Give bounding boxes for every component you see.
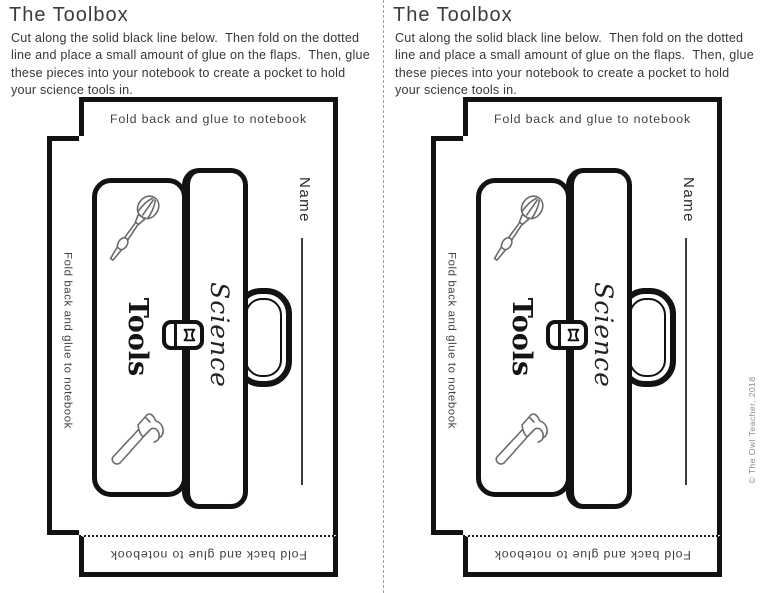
toolbox-handle-inner-line xyxy=(245,298,282,377)
top-fold-flap: Fold back and glue to notebook xyxy=(79,97,338,138)
hammer-icon xyxy=(492,408,552,466)
pocket-panel: Name xyxy=(79,136,338,535)
name-write-line xyxy=(301,238,303,485)
page-center-divider xyxy=(383,0,384,593)
bottom-fold-flap: Fold back and glue to notebook xyxy=(79,535,338,577)
latch-clasp-icon xyxy=(177,327,200,343)
bottom-flap-label: Fold back and glue to notebook xyxy=(110,547,307,562)
left-fold-flap: Fold back and glue to notebook xyxy=(431,136,465,535)
toolbox-science-label: Science xyxy=(589,282,618,388)
page-title: The Toolbox xyxy=(393,4,513,26)
bottom-fold-flap: Fold back and glue to notebook xyxy=(463,535,722,577)
pocket-panel: Name xyxy=(463,136,722,535)
toolbox-latch-icon xyxy=(162,320,204,350)
toolbox-handle-inner-line xyxy=(629,298,666,377)
name-write-line xyxy=(685,238,687,485)
top-fold-flap: Fold back and glue to notebook xyxy=(463,97,722,138)
toolbox-tools-label: Tools xyxy=(506,297,537,377)
top-flap-label: Fold back and glue to notebook xyxy=(110,112,307,126)
left-flap-label: Fold back and glue to notebook xyxy=(445,252,458,429)
latch-hinge-line xyxy=(166,324,177,346)
latch-hinge-line xyxy=(550,324,561,346)
toolbox-science-label: Science xyxy=(205,282,234,388)
left-flap-label: Fold back and glue to notebook xyxy=(61,252,74,429)
copyright-text: © The Owl Teacher, 2018 xyxy=(747,376,757,484)
instructions-text: Cut along the solid black line below. Th… xyxy=(11,31,370,97)
toolbox-cutout-diagram: Fold back and glue to notebook Fold back… xyxy=(47,97,338,577)
screwdriver-icon xyxy=(93,184,173,274)
left-fold-flap: Fold back and glue to notebook xyxy=(47,136,81,535)
screwdriver-icon xyxy=(477,184,557,274)
latch-clasp-icon xyxy=(561,327,584,343)
name-label: Name xyxy=(680,177,697,224)
worksheet-half-left: The Toolbox Cut along the solid black li… xyxy=(9,4,370,577)
worksheet-half-right: The Toolbox Cut along the solid black li… xyxy=(384,0,768,593)
top-flap-label: Fold back and glue to notebook xyxy=(494,112,691,126)
name-label: Name xyxy=(296,177,313,224)
toolbox-cutout-diagram: Fold back and glue to notebook Fold back… xyxy=(384,0,768,593)
toolbox-tools-label: Tools xyxy=(122,297,153,377)
hammer-icon xyxy=(108,408,168,466)
bottom-flap-label: Fold back and glue to notebook xyxy=(494,547,691,562)
instructions-text: Cut along the solid black line below. Th… xyxy=(395,31,754,97)
toolbox-latch-icon xyxy=(546,320,588,350)
page-title: The Toolbox xyxy=(9,4,129,26)
